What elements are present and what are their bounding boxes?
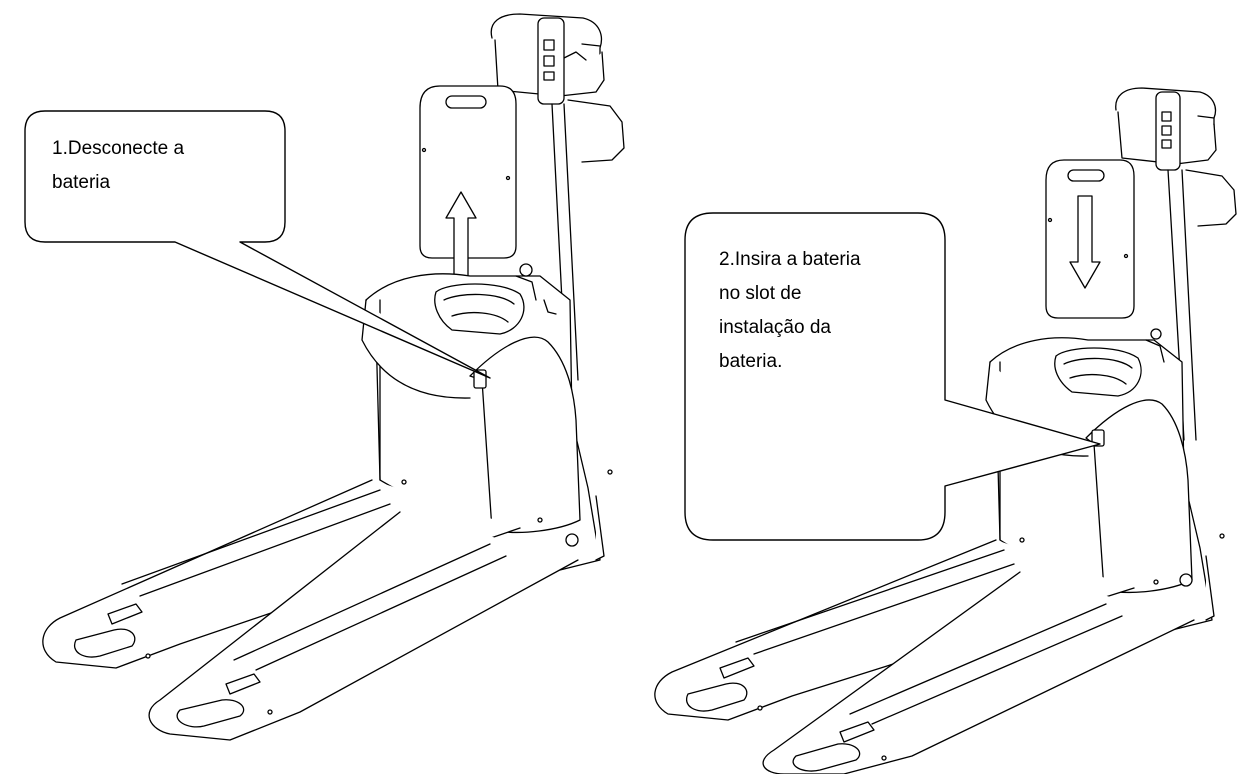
tiller-handle-right <box>1115 87 1237 441</box>
forks-left <box>42 479 579 741</box>
up-arrow-icon <box>445 191 477 287</box>
tiller-handle-left <box>490 13 625 381</box>
callout-text-step-1: 1.Desconecte a bateria <box>52 138 185 193</box>
callout-text-step-2: 2.Insira a bateria no slot de instalação… <box>719 249 861 372</box>
pallet-truck-left <box>42 13 625 741</box>
callout-bubble-1 <box>24 110 491 379</box>
down-arrow-icon <box>1069 195 1101 289</box>
forks-right <box>654 539 1195 774</box>
battery-pack-left <box>419 85 517 259</box>
callout-bubble-2 <box>684 212 1101 541</box>
